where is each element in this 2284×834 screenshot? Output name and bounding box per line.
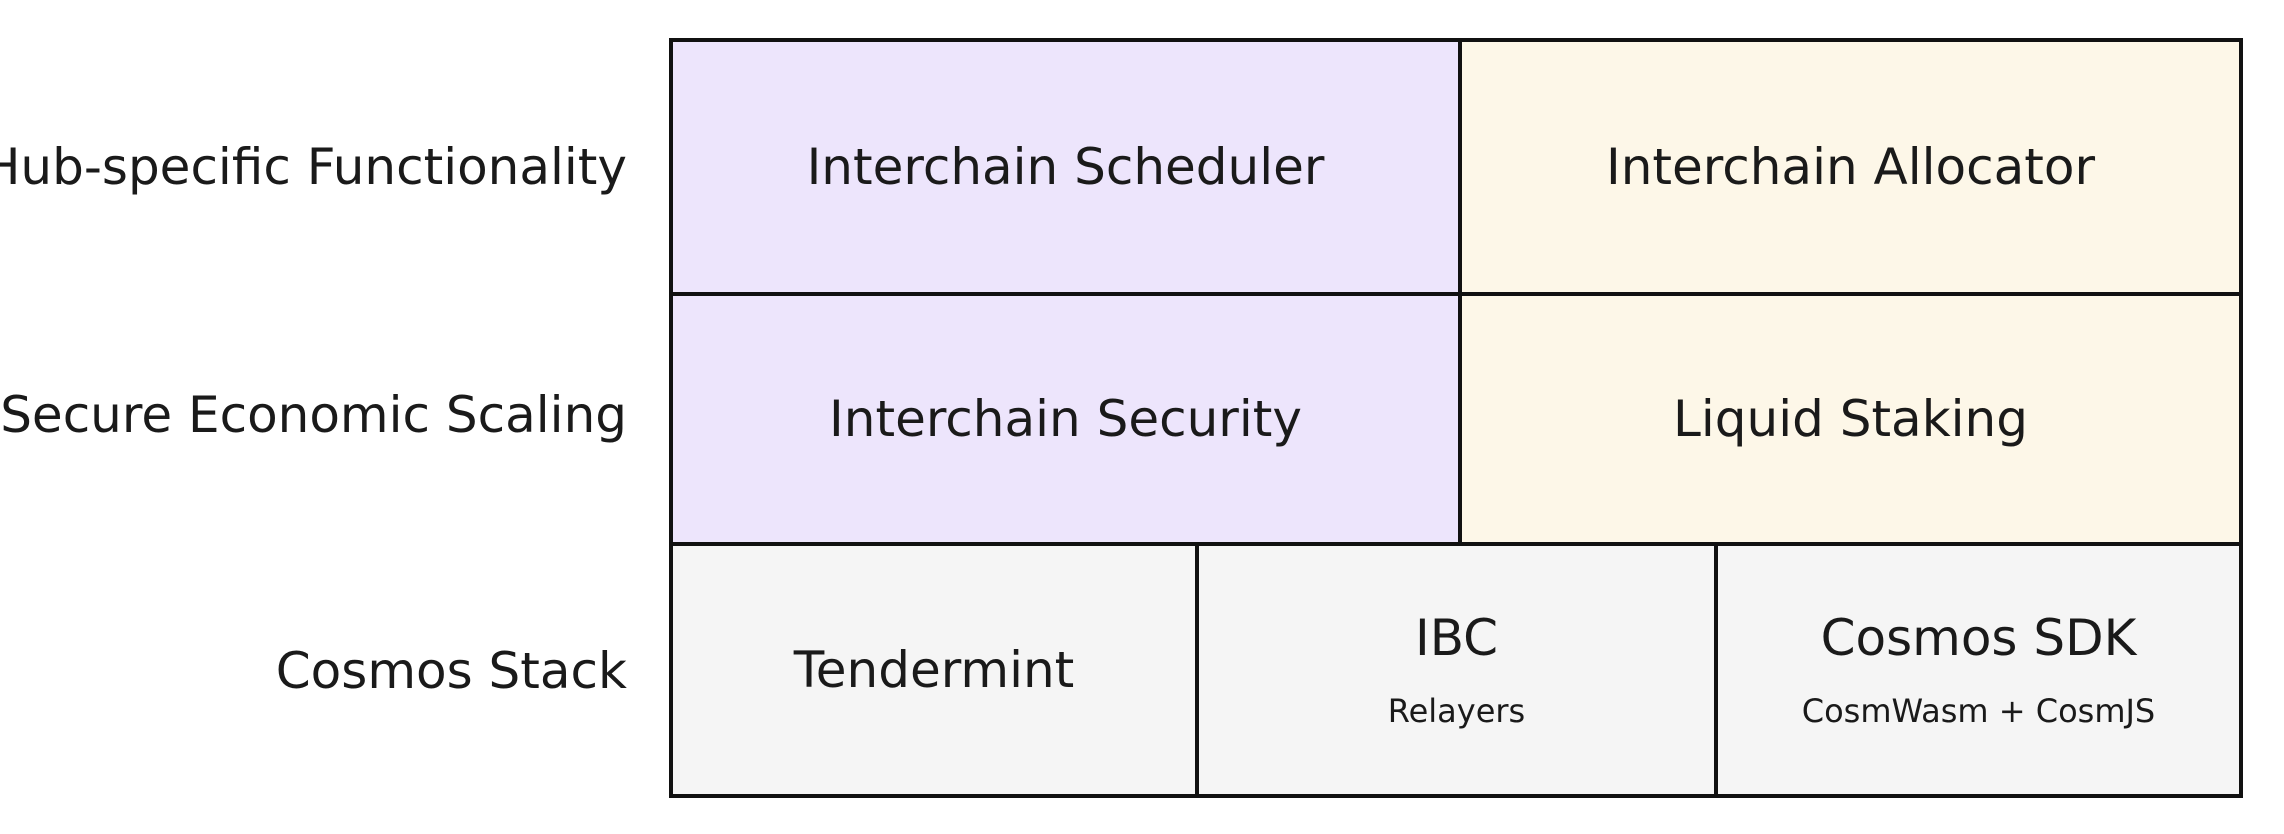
stack-diagram: Interchain Scheduler Interchain Allocato… <box>669 38 2243 798</box>
row-label-hub-specific-functionality: Hub-specific Functionality <box>0 138 627 196</box>
cell-cosmos-sdk: Cosmos SDK CosmWasm + CosmJS <box>1714 542 2243 798</box>
cell-subtitle: CosmWasm + CosmJS <box>1801 691 2156 730</box>
cell-title: Interchain Security <box>829 389 1302 448</box>
cell-interchain-allocator: Interchain Allocator <box>1458 38 2243 296</box>
cell-title: IBC <box>1414 608 1499 667</box>
row-label-secure-economic-scaling: Secure Economic Scaling <box>0 386 627 444</box>
cell-liquid-staking: Liquid Staking <box>1458 292 2243 546</box>
cell-title: Tendermint <box>793 640 1075 699</box>
cell-title: Liquid Staking <box>1673 389 2028 448</box>
cell-interchain-security: Interchain Security <box>669 292 1462 546</box>
cell-tendermint: Tendermint <box>669 542 1199 798</box>
cell-title: Interchain Scheduler <box>806 137 1325 196</box>
row-label-cosmos-stack: Cosmos Stack <box>275 642 627 700</box>
cell-title: Cosmos SDK <box>1820 608 2137 667</box>
cell-subtitle: Relayers <box>1387 691 1526 730</box>
cell-title: Interchain Allocator <box>1605 137 2095 196</box>
cell-ibc: IBC Relayers <box>1195 542 1718 798</box>
cell-interchain-scheduler: Interchain Scheduler <box>669 38 1462 296</box>
